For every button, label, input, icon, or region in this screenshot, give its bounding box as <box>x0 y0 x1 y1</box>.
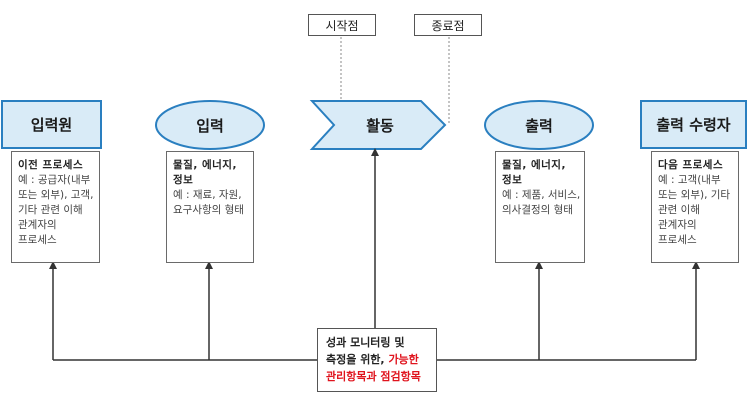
activity-label: 활동 <box>366 116 394 135</box>
output-desc: 물질, 에너지, 정보 예 : 제품, 서비스, 의사결정의 형태 <box>495 151 585 263</box>
monitoring-note-line-2: 측정을 위한, 가능한 <box>326 351 432 368</box>
monitoring-note-line-2-prefix: 측정을 위한, <box>326 353 389 366</box>
output-desc-head-0: 물질, 에너지, <box>502 159 566 171</box>
input-label: 입력 <box>196 116 224 135</box>
monitoring-note-line-1: 성과 모니터링 및 <box>326 336 405 349</box>
output-receiver-box <box>640 100 747 149</box>
output-desc-head-1: 정보 <box>502 174 523 186</box>
input-source-desc-line-0: 예 : 공급자(내부 <box>18 174 91 186</box>
output-receiver-desc: 다음 프로세스 예 : 고객(내부 또는 외부), 기타 관련 이해 관계자의 … <box>651 151 739 263</box>
input-source-desc-line-2: 기타 관련 이해 <box>18 204 83 216</box>
input-source-desc: 이전 프로세스 예 : 공급자(내부 또는 외부), 고객, 기타 관련 이해 … <box>11 151 100 263</box>
input-desc-head-0: 물질, 에너지, <box>173 159 237 171</box>
output-label: 출력 <box>525 116 553 135</box>
output-receiver-label: 출력 수령자 <box>656 116 731 134</box>
output-receiver-desc-line-3: 관계자의 <box>658 219 697 231</box>
input-source-box <box>1 100 102 149</box>
monitoring-note-box: 성과 모니터링 및 측정을 위한, 가능한 관리항목과 점검항목 <box>317 328 437 392</box>
monitoring-note-highlight-1: 가능한 <box>388 353 419 366</box>
output-receiver-desc-line-2: 관련 이해 <box>658 204 700 216</box>
end-point-tag: 종료점 <box>414 14 482 36</box>
input-source-label: 입력원 <box>30 116 73 134</box>
output-receiver-desc-line-0: 예 : 고객(내부 <box>658 174 721 186</box>
input-ellipse <box>155 100 265 150</box>
activity-chevron <box>309 100 447 150</box>
input-source-desc-head-0: 이전 프로세스 <box>18 159 84 171</box>
input-desc-line-0: 예 : 재료, 자원, <box>173 189 242 201</box>
monitoring-note-highlight-2: 관리항목과 점검항목 <box>326 370 421 383</box>
output-ellipse <box>484 100 594 150</box>
input-desc-line-1: 요구사항의 형태 <box>173 204 244 216</box>
output-receiver-desc-line-4: 프로세스 <box>658 234 697 246</box>
output-receiver-desc-head-0: 다음 프로세스 <box>658 159 724 171</box>
input-source-desc-line-1: 또는 외부), 고객, <box>18 189 94 201</box>
input-source-desc-line-3: 관계자의 <box>18 219 57 231</box>
output-desc-line-1: 의사결정의 형태 <box>502 204 573 216</box>
input-desc-head-1: 정보 <box>173 174 194 186</box>
output-desc-line-0: 예 : 제품, 서비스, <box>502 189 581 201</box>
output-receiver-desc-line-1: 또는 외부), 기타 <box>658 189 731 201</box>
start-point-tag: 시작점 <box>308 14 376 36</box>
input-desc: 물질, 에너지, 정보 예 : 재료, 자원, 요구사항의 형태 <box>166 151 254 263</box>
input-source-desc-line-4: 프로세스 <box>18 234 57 246</box>
